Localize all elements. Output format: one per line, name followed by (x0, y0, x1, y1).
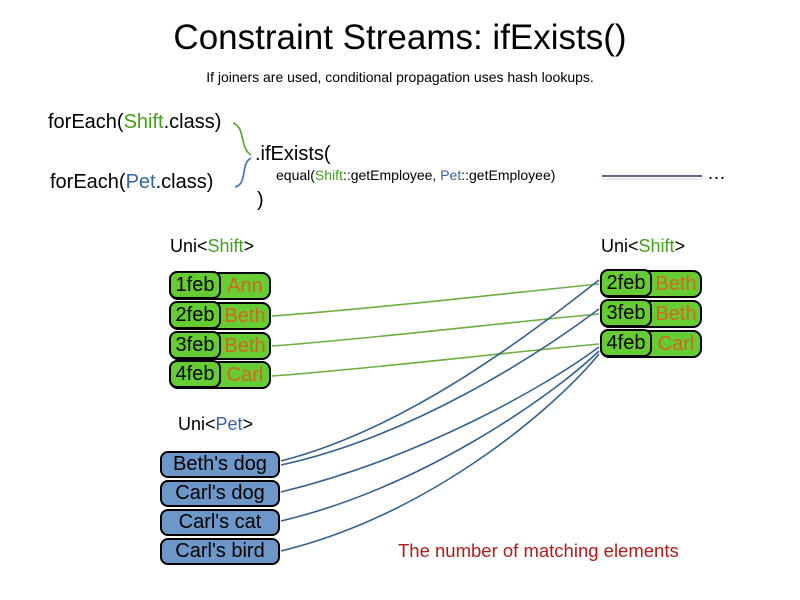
pet-list-label: Uni<Pet> (178, 414, 253, 435)
list-item: Carl's cat (160, 509, 280, 536)
ellipsis: … (707, 163, 726, 184)
code-text: forEach( (48, 111, 124, 133)
table-row: 1feb Ann (169, 271, 271, 300)
left-shift-table-label: Uni<Shift> (170, 236, 254, 257)
label-type: Shift (638, 236, 675, 256)
shift-employee: Ann (227, 274, 263, 297)
shift-class-keyword: Shift (123, 111, 164, 133)
code-foreach-pet: forEach(Pet.class) (50, 171, 213, 194)
pet-class-keyword: Pet (125, 171, 156, 193)
shift-employee: Carl (657, 332, 695, 355)
shift-employee: Beth (655, 302, 697, 325)
code-equal-joiner: equal(Shift::getEmployee, Pet::getEmploy… (276, 167, 555, 183)
list-item: Carl's bird (160, 538, 280, 565)
connector-beths-dog-3feb (280, 308, 600, 466)
code-text: .class) (163, 111, 222, 133)
code-ifexists: .ifExists( (255, 143, 331, 165)
table-row: 3feb Beth (600, 299, 702, 328)
shift-date: 2feb (600, 269, 652, 297)
page-title: Constraint Streams: ifExists() (173, 18, 627, 57)
table-row: 4feb Carl (600, 329, 702, 358)
connector-shift-4feb (271, 343, 600, 377)
label-type: Shift (207, 236, 244, 256)
brace-green-shift (232, 122, 252, 156)
code-text: ::getEmployee, (342, 167, 441, 183)
label-text: Uni< (601, 236, 639, 256)
label-text: Uni< (170, 236, 208, 256)
label-text: > (242, 414, 254, 434)
code-close-paren: ) (257, 189, 264, 211)
note-text: The number of matching elements in the s… (398, 486, 715, 600)
table-row: 2feb Beth (600, 269, 702, 298)
table-row: 4feb Carl (169, 360, 271, 389)
label-text: > (674, 236, 686, 256)
shift-date: 3feb (600, 299, 652, 327)
connector-shift-3feb (271, 313, 600, 347)
connector-beths-dog-2feb (280, 279, 600, 462)
label-text: > (243, 236, 255, 256)
table-row: 2feb Beth (169, 301, 271, 330)
shift-employee: Beth (224, 304, 266, 327)
subtitle: If joiners are used, conditional propaga… (206, 69, 594, 85)
shift-date: 1feb (169, 271, 221, 299)
list-item: Beth's dog (160, 451, 280, 478)
list-item: Carl's dog (160, 480, 280, 507)
shift-date: 4feb (600, 329, 652, 357)
code-text: ::getEmployee) (461, 167, 556, 183)
shift-keyword: Shift (314, 167, 343, 183)
label-type: Pet (215, 414, 243, 434)
shift-date: 4feb (169, 360, 221, 388)
code-foreach-shift: forEach(Shift.class) (48, 111, 221, 134)
shift-employee: Beth (655, 272, 697, 295)
shift-employee: Beth (224, 334, 266, 357)
shift-employee: Carl (226, 363, 264, 386)
label-text: Uni< (178, 414, 216, 434)
note-line-1: The number of matching elements (398, 540, 679, 561)
table-row: 3feb Beth (169, 331, 271, 360)
brace-blue-pet (234, 157, 252, 188)
right-shift-table-label: Uni<Shift> (601, 236, 685, 257)
shift-date: 3feb (169, 331, 221, 359)
connector-carls-dog-4feb (280, 346, 600, 493)
connector-shift-2feb (271, 283, 600, 317)
shift-date: 2feb (169, 301, 221, 329)
pet-keyword: Pet (440, 167, 462, 183)
code-text: equal( (276, 167, 315, 183)
code-text: .class) (155, 171, 214, 193)
code-text: forEach( (50, 171, 126, 193)
